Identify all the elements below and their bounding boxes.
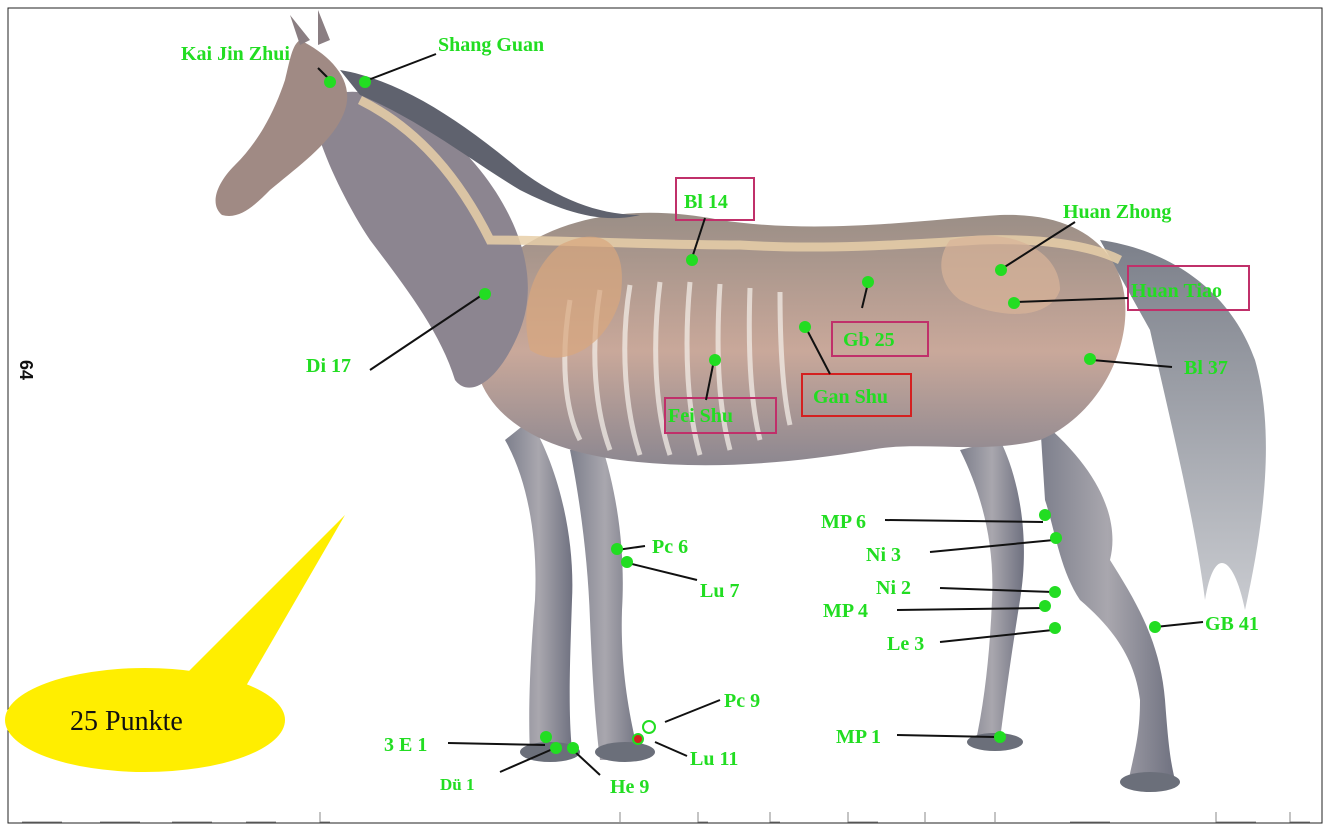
point-bl-37[interactable] [1084,353,1096,365]
point-kai-jin-zhui[interactable] [324,76,336,88]
callout: 25 Punkte [5,515,345,772]
point-huan-zhong[interactable] [995,264,1007,276]
ear [290,15,310,45]
point-gan-shu[interactable] [799,321,811,333]
label-bl-37: Bl 37 [1184,357,1228,379]
label-shang-guan: Shang Guan [438,34,544,56]
hoof-near-hind [1120,772,1180,792]
point-lu-7[interactable] [621,556,633,568]
label-mp-4: MP 4 [823,600,868,622]
point-ni-3[interactable] [1050,532,1062,544]
point-pc-6[interactable] [611,543,623,555]
point-he-9[interactable] [567,742,579,754]
point-mp-4[interactable] [1039,600,1051,612]
ear [318,10,330,45]
far-fore-leg [570,440,640,760]
label-di-17: Di 17 [306,355,351,377]
label-gan-shu: Gan Shu [813,386,888,408]
label-le-3: Le 3 [887,633,924,655]
label-gb-41: GB 41 [1205,613,1259,635]
point-pc-9[interactable] [643,721,655,733]
callout-text: 25 Punkte [70,706,183,737]
point-gb-41[interactable] [1149,621,1161,633]
point-du-1[interactable] [550,742,562,754]
label-gb-25: Gb 25 [843,329,895,351]
label-pc-9: Pc 9 [724,690,760,712]
label-he-9: He 9 [610,776,649,798]
point-shang-guan[interactable] [359,76,371,88]
hoof-far-fore [595,742,655,762]
label-mp-1: MP 1 [836,726,881,748]
far-hind-leg [960,440,1024,745]
point-huan-tiao[interactable] [1008,297,1020,309]
point-ni-2[interactable] [1049,586,1061,598]
page-number: 64 [16,360,36,380]
horse-illustration [216,10,1266,792]
point-di-17[interactable] [479,288,491,300]
label-du-1: Dü 1 [440,775,474,794]
ruler-marks [22,812,1310,822]
label-huan-tiao: Huan Tiao [1131,280,1222,302]
point-lu-11[interactable] [633,734,643,744]
point-mp-6[interactable] [1039,509,1051,521]
label-bl-14: Bl 14 [684,191,728,213]
label-lu-7: Lu 7 [700,580,739,602]
label-pc-6: Pc 6 [652,536,688,558]
label-lu-11: Lu 11 [690,748,738,770]
point-mp-1[interactable] [994,731,1006,743]
label-3-e-1: 3 E 1 [384,734,427,756]
label-ni-3: Ni 3 [866,544,901,566]
point-3-e-1[interactable] [540,731,552,743]
label-mp-6: MP 6 [821,511,866,533]
label-ni-2: Ni 2 [876,577,911,599]
point-le-3[interactable] [1049,622,1061,634]
label-kai-jin-zhui: Kai Jin Zhui [181,43,290,65]
point-bl-14[interactable] [686,254,698,266]
near-hind-leg [1040,420,1175,784]
point-gb-25[interactable] [862,276,874,288]
near-fore-leg [505,420,572,755]
horse-head [216,40,348,216]
label-huan-zhong: Huan Zhong [1063,201,1171,223]
label-fei-shu: Fei Shu [668,405,733,427]
point-fei-shu[interactable] [709,354,721,366]
